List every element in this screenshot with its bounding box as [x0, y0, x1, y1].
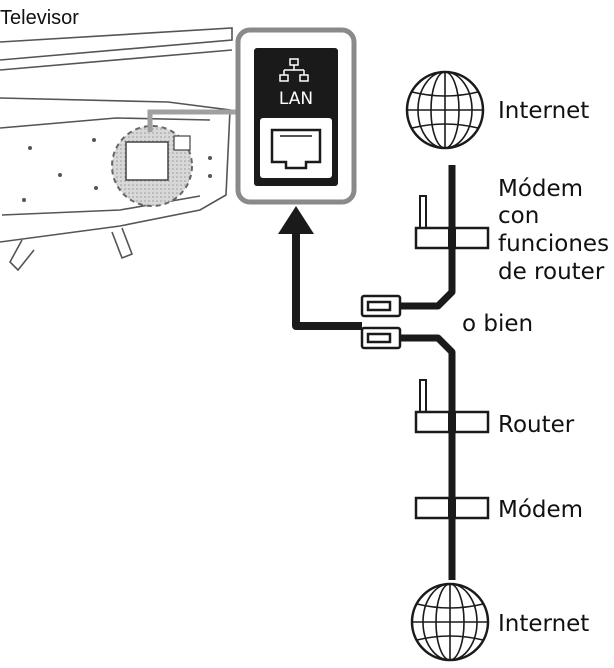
modem-device — [414, 496, 490, 520]
internet-label-top: Internet — [498, 98, 589, 124]
modem-router-label-line3: funciones — [498, 231, 609, 257]
globe-icon — [410, 582, 490, 662]
globe-icon — [405, 70, 485, 150]
tv-illustration — [0, 27, 240, 272]
modem-router-label-line2: con — [498, 203, 539, 229]
callout-line — [147, 109, 240, 132]
router-label: Router — [498, 412, 575, 438]
internet-label-bottom: Internet — [498, 611, 589, 637]
router-device — [414, 379, 490, 434]
modem-router-label-line4: de router — [498, 259, 605, 285]
arrow-up-icon — [278, 206, 362, 330]
lan-label: LAN — [279, 89, 313, 109]
tv-label: Televisor — [0, 7, 79, 29]
network-icon — [279, 58, 309, 82]
rj45-plug-icon — [360, 294, 402, 350]
ethernet-port-icon — [270, 128, 322, 170]
modem-label: Módem — [498, 497, 583, 523]
lan-port-callout: LAN — [235, 27, 357, 205]
modem-router-device — [414, 195, 490, 250]
or-label: o bien — [462, 311, 533, 337]
modem-router-label-line1: Módem — [498, 176, 583, 202]
